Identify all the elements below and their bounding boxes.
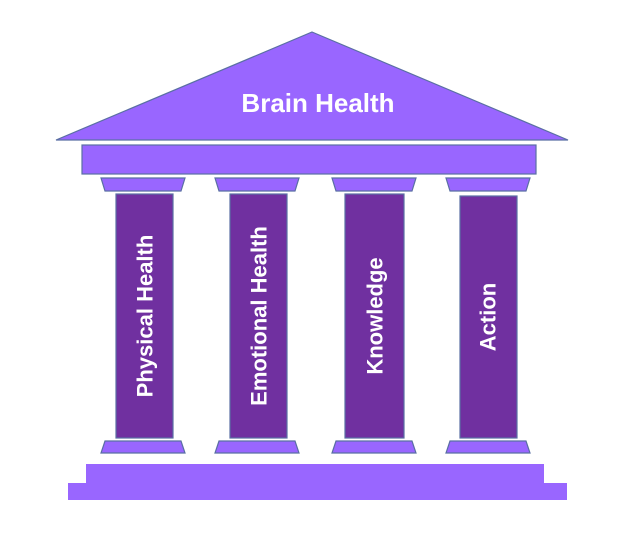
pillar-capital <box>445 177 531 192</box>
pillar-label: Knowledge <box>363 257 388 374</box>
pillar-base <box>445 440 531 454</box>
pillar-label: Physical Health <box>133 235 158 398</box>
pillar-action: Action <box>445 177 531 454</box>
foundation-lower-step <box>68 483 567 500</box>
pillar-physical-health: Physical Health <box>100 177 186 454</box>
pillar-label: Emotional Health <box>247 226 272 406</box>
pillar-label: Action <box>476 283 501 351</box>
pillar-base <box>100 440 186 454</box>
pillar-shaft <box>459 195 518 439</box>
pillar-base <box>331 440 417 454</box>
entablature-beam <box>81 144 537 175</box>
pillar-knowledge: Knowledge <box>331 177 417 454</box>
pillar-capital <box>214 177 300 192</box>
roof-pediment <box>55 31 569 141</box>
roof-title: Brain Health <box>241 88 394 118</box>
pillar-emotional-health: Emotional Health <box>214 177 300 454</box>
pillar-capital <box>331 177 417 192</box>
pillar-capital <box>100 177 186 192</box>
pillar-shaft <box>115 193 174 439</box>
pillar-shaft <box>229 193 288 439</box>
pillar-base <box>214 440 300 454</box>
foundation-upper-step <box>86 464 544 483</box>
pillar-shaft <box>344 193 405 439</box>
